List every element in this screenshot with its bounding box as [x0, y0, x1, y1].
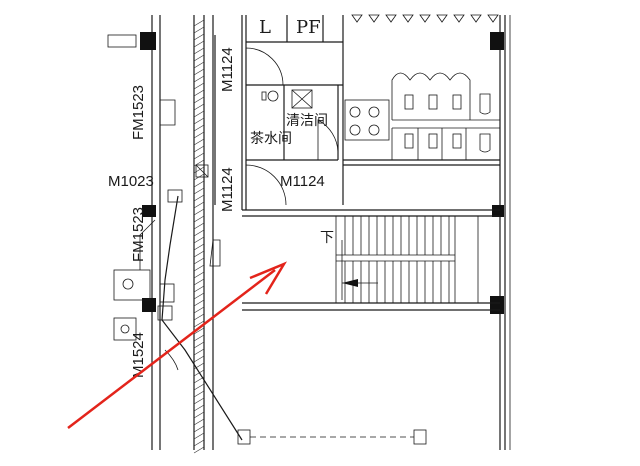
stair-label-down: 下	[320, 230, 334, 246]
equipment	[107, 32, 427, 445]
left-wall	[151, 15, 214, 450]
room-label-tea: 茶水间	[250, 131, 292, 147]
right-wall	[490, 15, 511, 450]
door-label-m1124-side: M1124	[280, 173, 325, 190]
door-label-fm1523-top: FM1523	[130, 85, 147, 140]
toilet-area	[344, 72, 500, 160]
stairs	[242, 209, 500, 311]
wall-hatch	[193, 19, 205, 454]
door-label-m1524: M1524	[130, 332, 147, 378]
top-fixture-row	[351, 14, 499, 23]
door-label-m1124-mid: M1124	[219, 167, 236, 212]
top-rooms	[241, 15, 500, 210]
red-arrow	[67, 261, 288, 429]
room-label-l: L	[259, 17, 271, 38]
room-label-clean: 清洁间	[286, 113, 328, 129]
door-label-m1023: M1023	[108, 173, 154, 190]
room-label-pf: PF	[296, 17, 321, 38]
door-label-fm1523-mid: FM1523	[130, 207, 147, 262]
door-label-m1124-top: M1124	[219, 47, 236, 92]
